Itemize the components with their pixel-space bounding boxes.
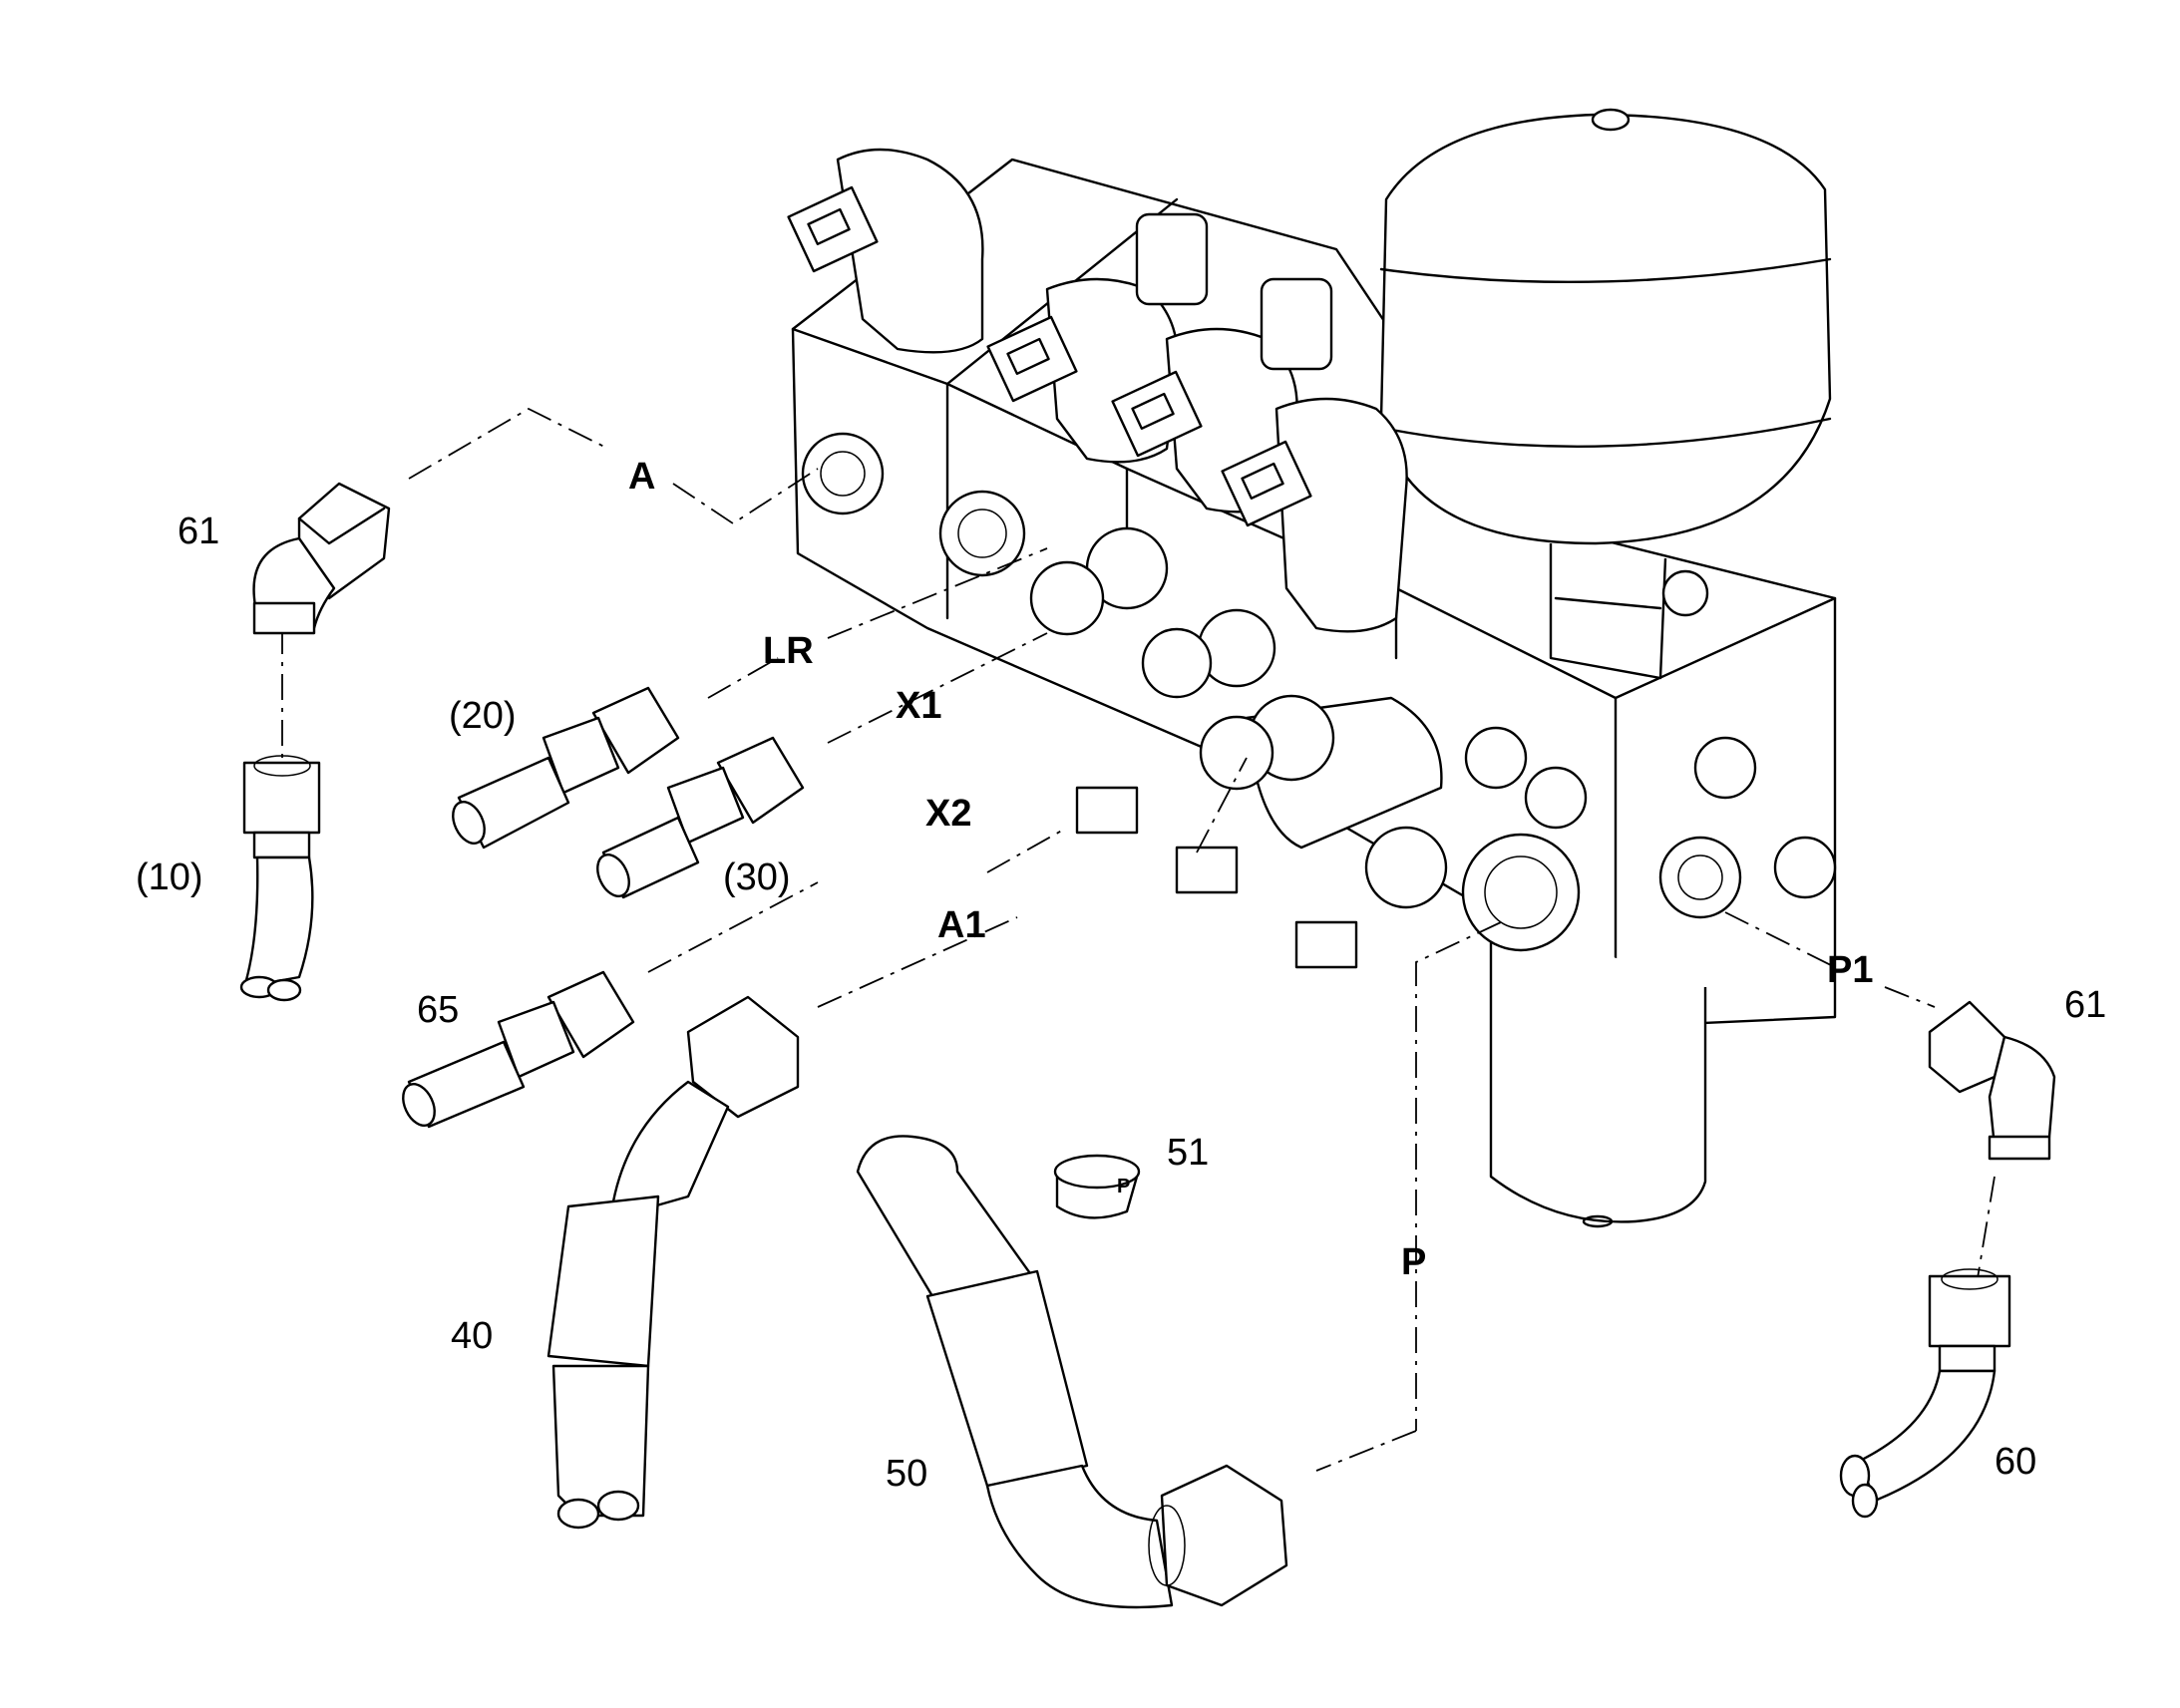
cap-mark-label: P <box>1117 1176 1130 1197</box>
lower-cylinder <box>1489 917 1707 1228</box>
label-part-51: 51 <box>1167 1132 1209 1174</box>
label-port-A: A <box>628 456 655 498</box>
label-part-60: 60 <box>1995 1441 2036 1483</box>
label-part-61-right: 61 <box>2064 984 2106 1026</box>
label-port-P1: P1 <box>1827 949 1873 991</box>
label-part-65: 65 <box>417 989 459 1031</box>
hose-10 <box>239 755 321 1002</box>
label-part-30: (30) <box>723 856 791 898</box>
label-port-A1: A1 <box>937 904 986 946</box>
label-port-X1: X1 <box>896 685 941 727</box>
hose-50 <box>856 1135 1288 1609</box>
leader-lines <box>281 407 1996 1472</box>
hose-40 <box>546 995 800 1530</box>
part-labels: 61 (10) (20) (30) 65 40 50 51 61 60 <box>136 511 2106 1495</box>
label-part-10: (10) <box>136 856 203 898</box>
cap-51: P <box>1053 1154 1141 1219</box>
hose-65 <box>402 970 635 1129</box>
elbow-fitting-61-right <box>1928 1000 2056 1161</box>
label-part-20: (20) <box>449 695 517 737</box>
label-part-61-left: 61 <box>178 511 219 552</box>
label-part-50: 50 <box>886 1453 927 1495</box>
solenoid-coil-4 <box>1221 397 1408 633</box>
port-labels: A LR X1 X2 A1 P P1 <box>628 456 1873 1283</box>
elbow-fitting-61-left <box>252 482 391 635</box>
hose-20 <box>452 686 680 850</box>
solenoid-coil-1 <box>787 148 984 354</box>
port-fittings <box>801 432 1837 952</box>
hose-60 <box>1839 1268 2011 1519</box>
valve-block-assembly <box>787 108 1837 1228</box>
accumulator <box>1379 108 1832 680</box>
label-part-40: 40 <box>451 1315 493 1357</box>
hose-30 <box>596 736 805 899</box>
label-port-LR: LR <box>763 630 814 672</box>
label-port-P: P <box>1401 1241 1426 1283</box>
label-port-X2: X2 <box>925 793 971 835</box>
